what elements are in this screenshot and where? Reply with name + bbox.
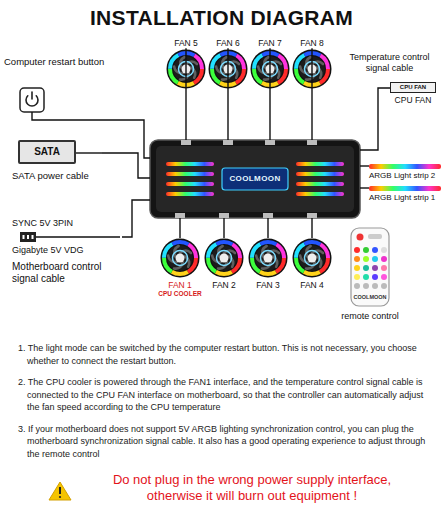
fan-unit: FAN 6 <box>206 38 250 48</box>
fan-label: FAN 6 <box>216 38 240 48</box>
sata-connector: SATA SATA power cable <box>12 140 102 181</box>
wire <box>179 218 180 238</box>
fan-label: FAN 1 <box>168 280 192 290</box>
wire <box>360 187 369 188</box>
wire <box>311 48 312 140</box>
note-text: 2. The CPU cooler is powered through the… <box>18 376 430 414</box>
part-label: Computer restart button <box>4 56 104 67</box>
fan-label: FAN 5 <box>174 38 198 48</box>
wire <box>360 165 369 166</box>
light-strip-bar <box>369 186 441 191</box>
signal-label: Gigabyte 5V VDG <box>12 245 84 256</box>
wire <box>223 218 224 238</box>
fan-unit: FAN 2 <box>200 238 248 290</box>
fan-label: FAN 2 <box>212 280 236 290</box>
connector-label: CPU FAN <box>390 82 436 93</box>
cable-label: Motherboard control signal cable <box>12 261 122 285</box>
wire <box>185 48 186 140</box>
fan-unit: FAN 1CPU COOLER <box>156 238 204 298</box>
wire <box>360 88 390 150</box>
remote-control: COOLMOON remote control <box>339 226 401 321</box>
argb-light-strip: ARGB Light strip 1 <box>369 186 441 203</box>
fan-unit: FAN 7 <box>248 38 292 48</box>
argb-light-strip: ARGB Light strip 2 <box>369 164 441 181</box>
fan-unit: FAN 5 <box>164 38 208 48</box>
sync-cable: SYNC 5V 3PIN Gigabyte 5V VDG Motherboard c… <box>12 218 122 285</box>
note-text: 3. If your motherboard does not support … <box>18 423 430 461</box>
fan-unit: FAN 4 <box>288 238 336 290</box>
connector-label: SATA <box>18 140 76 164</box>
part-label: remote control <box>341 311 399 322</box>
part-label: CPU FAN <box>395 95 432 105</box>
diagram-title: INSTALLATION DIAGRAM <box>0 5 443 30</box>
wire <box>102 153 150 178</box>
wire <box>267 218 268 238</box>
signal-label: SYNC 5V 3PIN <box>12 218 73 229</box>
fan-label: FAN 3 <box>256 280 280 290</box>
cpu-fan-header: CPU FAN CPU FAN <box>390 82 436 105</box>
cable-label: SATA power cable <box>12 170 89 181</box>
fan-label: FAN 8 <box>300 38 324 48</box>
restart-button: Computer restart button <box>4 56 114 112</box>
notes-block: 1. The light mode can be switched by the… <box>18 342 430 469</box>
wire <box>227 48 228 140</box>
fan-label: FAN 4 <box>300 280 324 290</box>
fan-label: FAN 7 <box>258 38 282 48</box>
fan-unit: FAN 8 <box>290 38 334 48</box>
fan-note: CPU COOLER <box>158 290 201 298</box>
controller-hub: COOLMOON <box>150 140 360 218</box>
brand-label: COOLMOON <box>229 174 280 184</box>
note-text: 1. The light mode can be switched by the… <box>18 342 430 367</box>
cable-label: Temperature control signal cable <box>338 52 441 74</box>
brand-label: COOLMOON <box>354 294 387 301</box>
wire <box>311 218 312 238</box>
part-label: ARGB Light strip 1 <box>369 193 435 203</box>
wire <box>122 200 150 237</box>
warning-text: Do not plug in the wrong power supply in… <box>84 472 420 504</box>
light-strip-bar <box>369 164 441 169</box>
part-label: ARGB Light strip 2 <box>369 171 435 181</box>
wire <box>269 48 270 140</box>
fan-unit: FAN 3 <box>244 238 292 290</box>
